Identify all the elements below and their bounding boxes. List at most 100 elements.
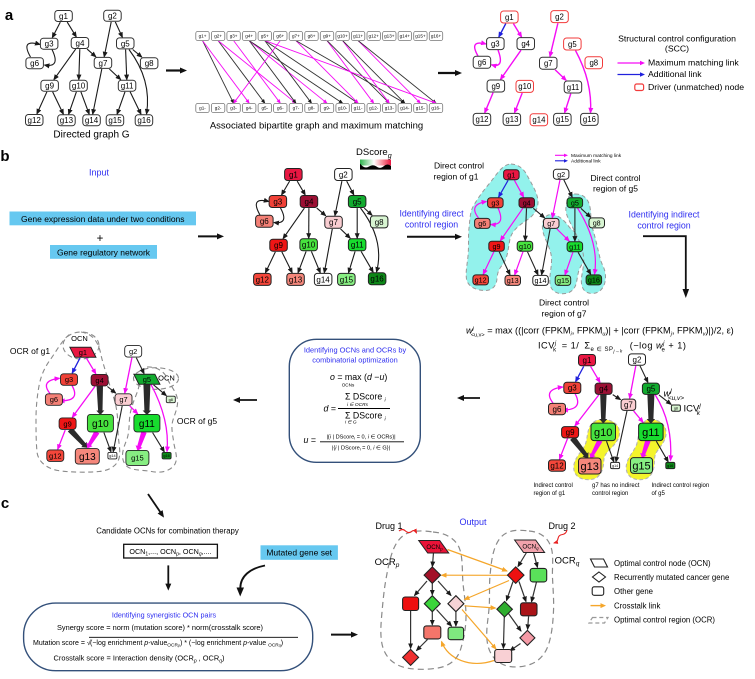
svg-text:g14: g14 — [535, 276, 547, 285]
svg-text:Directed graph G: Directed graph G — [53, 130, 129, 141]
svg-text:+: + — [97, 233, 104, 245]
svg-text:control region: control region — [405, 220, 458, 230]
svg-text:g8: g8 — [593, 219, 601, 228]
svg-text:g1: g1 — [79, 348, 87, 357]
svg-text:g11: g11 — [569, 242, 580, 251]
svg-text:g6: g6 — [553, 405, 562, 414]
svg-text:g12: g12 — [475, 276, 487, 285]
svg-text:g7: g7 — [119, 395, 127, 404]
svg-text:g16: g16 — [667, 464, 673, 468]
svg-text:g3: g3 — [273, 197, 282, 206]
svg-text:|{i | DScorei = 0, i ∈ G}|: |{i | DScorei = 0, i ∈ G}| — [332, 445, 390, 452]
svg-text:g1: g1 — [59, 12, 68, 21]
svg-text:g2+: g2+ — [214, 34, 222, 39]
svg-text:g2: g2 — [108, 12, 117, 21]
svg-text:g7: g7 — [547, 219, 555, 228]
svg-text:g2: g2 — [633, 355, 642, 364]
svg-text:g7-: g7- — [293, 106, 300, 111]
svg-text:g10+: g10+ — [337, 34, 348, 39]
svg-text:control region: control region — [592, 491, 628, 497]
svg-text:g15-: g15- — [416, 106, 426, 111]
svg-text:Associated bipartite graph and: Associated bipartite graph and maximum m… — [210, 121, 423, 132]
svg-text:b: b — [0, 148, 9, 165]
svg-text:g5: g5 — [143, 375, 151, 384]
svg-text:g9: g9 — [45, 82, 54, 91]
svg-text:g11: g11 — [351, 241, 364, 250]
svg-text:g1: g1 — [505, 13, 514, 22]
svg-text:Identifying OCNs and OCRs by: Identifying OCNs and OCRs by — [304, 346, 407, 355]
svg-text:g9: g9 — [63, 419, 71, 428]
svg-text:g16: g16 — [137, 116, 151, 125]
svg-text:g6: g6 — [50, 395, 58, 404]
svg-text:g15: g15 — [108, 116, 122, 125]
svg-text:g14: g14 — [612, 464, 618, 468]
svg-text:Optimal control region (OCR): Optimal control region (OCR) — [614, 616, 715, 625]
svg-text:g14+: g14+ — [400, 34, 411, 39]
svg-text:g15+: g15+ — [415, 34, 426, 39]
svg-text:g14: g14 — [316, 275, 330, 284]
svg-text:Gene regulatory network: Gene regulatory network — [57, 247, 151, 257]
svg-text:g7: g7 — [99, 59, 108, 68]
svg-text:Identifying synergistic OCN pa: Identifying synergistic OCN pairs — [112, 611, 217, 620]
svg-text:g12: g12 — [475, 115, 488, 124]
svg-text:g12-: g12- — [369, 106, 379, 111]
svg-text:g8: g8 — [375, 218, 384, 227]
svg-text:g1: g1 — [583, 356, 592, 365]
svg-text:g8: g8 — [145, 59, 154, 68]
svg-text:g13: g13 — [79, 452, 96, 463]
svg-text:c: c — [1, 495, 9, 512]
svg-text:Crosstalk link: Crosstalk link — [614, 602, 660, 611]
svg-text:Maximum matching link: Maximum matching link — [571, 153, 622, 159]
svg-text:g10: g10 — [302, 241, 316, 250]
svg-text:g6+: g6+ — [276, 34, 284, 39]
svg-text:g11: g11 — [139, 419, 155, 430]
svg-text:g7 has no indirect: g7 has no indirect — [592, 483, 640, 489]
svg-text:g9+: g9+ — [323, 34, 331, 39]
svg-text:g10: g10 — [72, 82, 86, 91]
svg-text:g2: g2 — [339, 170, 348, 179]
svg-text:|{i | DScorei = 0, i ∈ OCRs}|: |{i | DScorei = 0, i ∈ OCRs}| — [326, 434, 395, 441]
svg-text:Direct control: Direct control — [434, 160, 484, 170]
svg-text:g11: g11 — [121, 82, 134, 91]
svg-text:Structural control configurati: Structural control configuration — [618, 34, 736, 44]
svg-text:g9: g9 — [566, 428, 575, 437]
svg-text:o = max (d −u): o = max (d −u) — [330, 372, 387, 382]
svg-text:u =: u = — [304, 435, 317, 445]
svg-text:Drug 2: Drug 2 — [548, 521, 575, 531]
svg-text:g15: g15 — [340, 275, 354, 284]
svg-text:g11: g11 — [642, 427, 660, 439]
svg-text:g9-: g9- — [324, 106, 331, 111]
svg-text:of g5: of g5 — [652, 491, 666, 497]
svg-text:g6: g6 — [478, 219, 486, 228]
svg-text:g8: g8 — [589, 59, 598, 68]
svg-text:Driver (unmatched) node: Driver (unmatched) node — [648, 82, 744, 92]
svg-text:(SCC): (SCC) — [665, 44, 689, 54]
svg-text:g1-: g1- — [199, 106, 206, 111]
svg-text:Additional link: Additional link — [648, 69, 702, 79]
svg-text:Mutation score = √: Mutation score = √ — [33, 639, 91, 647]
svg-text:g6-: g6- — [277, 106, 284, 111]
svg-text:g10: g10 — [594, 427, 612, 439]
svg-text:region of g7: region of g7 — [542, 308, 587, 318]
svg-text:OCR of g5: OCR of g5 — [177, 416, 217, 426]
svg-text:g15: g15 — [557, 276, 569, 285]
svg-text:g5: g5 — [353, 197, 362, 206]
svg-text:g13: g13 — [505, 115, 518, 124]
svg-text:g2: g2 — [129, 347, 137, 356]
svg-text:g9: g9 — [493, 242, 501, 251]
svg-text:g16: g16 — [370, 275, 384, 284]
svg-text:Identifying direct: Identifying direct — [399, 209, 464, 219]
svg-text:g7: g7 — [329, 218, 338, 227]
svg-text:Σ DScore: Σ DScore — [345, 411, 382, 421]
svg-text:g9: g9 — [274, 241, 283, 250]
svg-text:g7: g7 — [544, 59, 553, 68]
svg-text:g14-: g14- — [400, 106, 410, 111]
svg-text:g16: g16 — [588, 276, 600, 285]
svg-text:Synergy score = norm (mutation: Synergy score = norm (mutation score) * … — [57, 623, 263, 632]
svg-text:g6: g6 — [260, 217, 269, 226]
svg-text:Gene expression data under two: Gene expression data under two condition… — [21, 214, 185, 224]
svg-text:g12: g12 — [49, 451, 62, 460]
svg-text:OCR of g1: OCR of g1 — [10, 346, 50, 356]
svg-text:g6: g6 — [30, 59, 39, 68]
svg-text:g10: g10 — [92, 419, 109, 430]
